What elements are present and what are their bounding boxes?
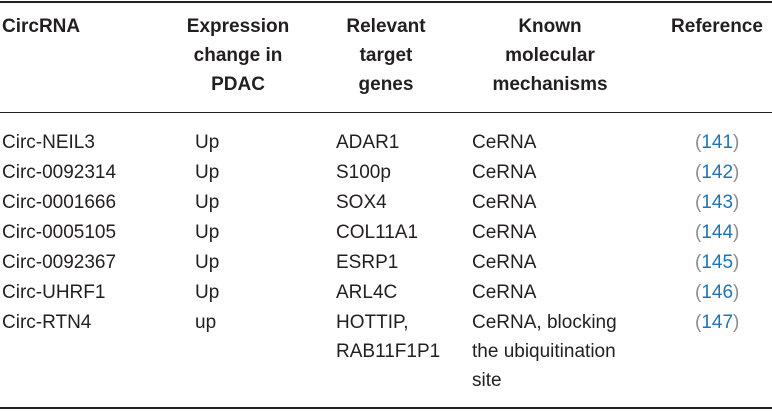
cell-circrna: Circ-0001666	[2, 192, 117, 213]
table-bottom-rule	[0, 407, 772, 409]
cell-reference: (143)	[695, 192, 740, 213]
cell-target: COL11A1	[336, 222, 419, 243]
cell-target: S100p	[336, 162, 391, 183]
header-target-line-2: target	[359, 45, 413, 66]
cell-reference: (142)	[695, 162, 740, 183]
header-mechanisms: Known molecular mechanisms	[470, 12, 630, 99]
cell-expression: Up	[195, 222, 220, 243]
reference-link[interactable]: 147	[701, 312, 734, 333]
cell-expression: Up	[195, 192, 220, 213]
cell-target-line-2: RAB11F1P1	[336, 341, 441, 362]
cell-reference: (147)	[695, 312, 740, 333]
header-target-line-3: genes	[358, 74, 414, 95]
cell-mechanism: CeRNA	[472, 192, 537, 213]
reference-link[interactable]: 144	[701, 222, 734, 243]
cell-target-line-1: HOTTIP,	[336, 312, 409, 333]
cell-target: ADAR1	[336, 132, 400, 153]
cell-circrna: Circ-0092314	[2, 162, 117, 183]
cell-circrna: Circ-RTN4	[2, 312, 92, 333]
reference-link[interactable]: 141	[701, 132, 734, 153]
header-mechanisms-line-2: molecular	[505, 45, 595, 66]
cell-target: ESRP1	[336, 252, 399, 273]
cell-circrna: Circ-0005105	[2, 222, 117, 243]
cell-mechanism-line-2: the ubiquitination	[472, 341, 616, 362]
header-rule	[0, 112, 772, 113]
cell-mechanism: CeRNA	[472, 132, 537, 153]
cell-mechanism: CeRNA	[472, 252, 537, 273]
reference-link[interactable]: 143	[701, 192, 734, 213]
cell-expression: Up	[195, 252, 220, 273]
header-reference: Reference	[662, 12, 772, 41]
table-top-rule	[0, 1, 772, 3]
cell-mechanism: CeRNA	[472, 222, 537, 243]
cell-circrna: Circ-NEIL3	[2, 132, 95, 153]
header-target-genes: Relevant target genes	[336, 12, 436, 99]
cell-mechanism: CeRNA	[472, 162, 537, 183]
cell-mechanism: CeRNA	[472, 282, 537, 303]
cell-mechanism-line-1: CeRNA, blocking	[472, 312, 617, 333]
cell-reference: (144)	[695, 222, 740, 243]
header-mechanisms-line-3: mechanisms	[492, 74, 608, 95]
cell-reference: (141)	[695, 132, 740, 153]
cell-circrna: Circ-UHRF1	[2, 282, 106, 303]
cell-reference: (146)	[695, 282, 740, 303]
cell-reference: (145)	[695, 252, 740, 273]
header-circrna: CircRNA	[2, 12, 80, 41]
header-expression-line-2: change in	[193, 45, 283, 66]
cell-target: ARL4C	[336, 282, 398, 303]
cell-expression: Up	[195, 162, 220, 183]
cell-expression: Up	[195, 132, 220, 153]
cell-target: SOX4	[336, 192, 387, 213]
cell-mechanism-line-3: site	[472, 370, 502, 391]
reference-link[interactable]: 146	[701, 282, 734, 303]
header-mechanisms-line-1: Known	[518, 16, 582, 37]
reference-link[interactable]: 142	[701, 162, 734, 183]
header-expression-line-3: PDAC	[211, 74, 265, 95]
header-target-line-1: Relevant	[346, 16, 426, 37]
cell-expression: up	[195, 312, 217, 333]
header-circrna-text: CircRNA	[2, 16, 81, 37]
cell-expression: Up	[195, 282, 220, 303]
header-expression-line-1: Expression	[186, 16, 290, 37]
header-reference-text: Reference	[671, 16, 763, 37]
reference-link[interactable]: 145	[701, 252, 734, 273]
header-expression: Expression change in PDAC	[178, 12, 298, 99]
cell-circrna: Circ-0092367	[2, 252, 117, 273]
